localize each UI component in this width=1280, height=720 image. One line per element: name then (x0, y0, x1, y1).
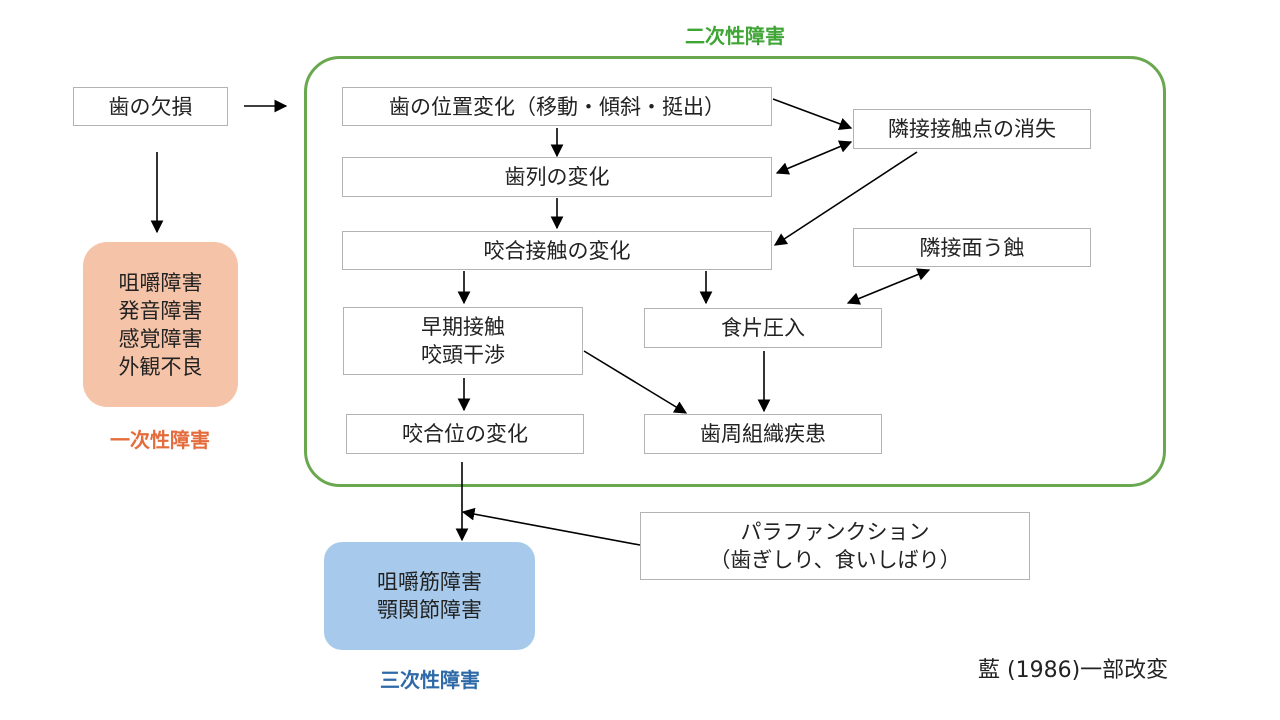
arrow-position-to-contactloss (772, 98, 853, 130)
node-text: 隣接接触点の消失 (888, 117, 1056, 141)
primary-disorders-box: 咀嚼障害 発音障害 感覚障害 外観不良 (83, 242, 238, 407)
node-text: 歯の欠損 (108, 94, 193, 119)
primary-disorder-item: 感覚障害 (118, 326, 203, 351)
node-text-line-2: 咬頭干渉 (421, 343, 505, 367)
node-periodontal-disease: 歯周組織疾患 (644, 414, 882, 454)
primary-disorder-item: 外観不良 (118, 354, 203, 379)
citation: 藍 (1986)一部改変 (978, 658, 1169, 683)
node-proximal-caries: 隣接面う蝕 (853, 228, 1091, 267)
tertiary-disorder-item: 咀嚼筋障害 (377, 570, 482, 594)
node-text-line-2: （歯ぎしり、食いしばり） (709, 548, 961, 572)
node-text: 歯の位置変化（移動・傾斜・挺出） (389, 94, 725, 119)
node-text-line-1: 早期接触 (421, 315, 505, 339)
primary-disorder-item: 発音障害 (118, 298, 203, 323)
tertiary-disorder-label: 三次性障害 (380, 668, 480, 692)
secondary-disorder-group (304, 56, 1166, 487)
node-text: 食片圧入 (721, 316, 805, 340)
arrow-parafunction-to-tertiary (461, 507, 641, 546)
node-occlusal-position-change: 咬合位の変化 (346, 414, 584, 454)
node-food-impaction: 食片圧入 (644, 308, 882, 348)
node-tooth-loss: 歯の欠損 (73, 87, 228, 126)
secondary-disorder-label: 二次性障害 (685, 24, 785, 48)
arrow-premature-to-perio (583, 350, 688, 414)
primary-disorder-item: 咀嚼障害 (118, 270, 203, 295)
arrow-caries-food (846, 268, 931, 305)
tertiary-disorder-item: 顎関節障害 (377, 598, 482, 622)
arrow-contactloss-to-occlusal (773, 151, 918, 246)
node-text-line-1: パラファンクション (740, 520, 930, 544)
node-text: 隣接面う蝕 (919, 235, 1025, 260)
node-text: 歯列の変化 (504, 165, 610, 189)
node-occlusal-contact-change: 咬合接触の変化 (342, 231, 772, 270)
node-text: 歯周組織疾患 (700, 422, 826, 446)
primary-disorder-label: 一次性障害 (110, 428, 210, 452)
node-parafunction: パラファンクション （歯ぎしり、食いしばり） (640, 512, 1030, 580)
node-text: 咬合位の変化 (402, 422, 528, 446)
tertiary-disorders-box: 咀嚼筋障害 顎関節障害 (324, 542, 535, 650)
node-dentition-change: 歯列の変化 (342, 157, 772, 197)
node-contact-point-loss: 隣接接触点の消失 (853, 109, 1091, 149)
node-tooth-position-change: 歯の位置変化（移動・傾斜・挺出） (342, 87, 772, 126)
node-text: 咬合接触の変化 (483, 238, 631, 263)
node-premature-contact: 早期接触 咬頭干渉 (343, 307, 583, 375)
arrow-contactloss-dentition (775, 140, 853, 175)
